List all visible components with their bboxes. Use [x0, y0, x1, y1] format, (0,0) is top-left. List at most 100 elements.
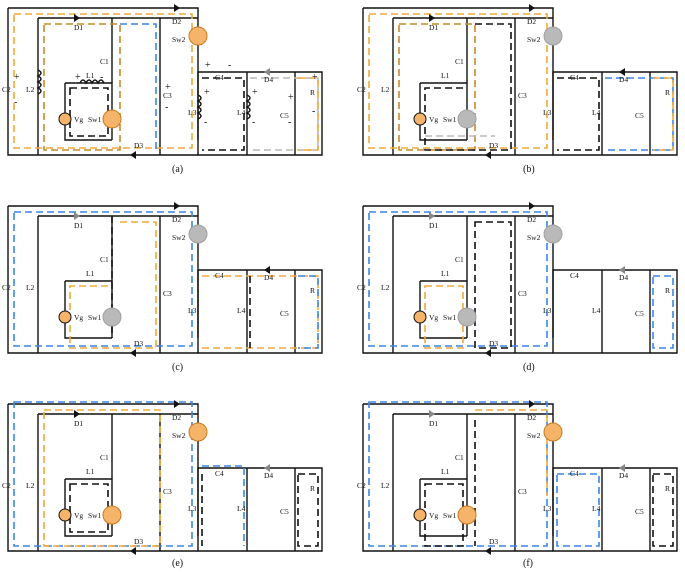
polarity-mark: - — [228, 60, 231, 71]
c2-label: C2 — [357, 283, 366, 292]
sw1-label: Sw1 — [443, 313, 457, 322]
l2-label: L2 — [26, 481, 35, 490]
d4-label: D4 — [619, 273, 628, 282]
l1-label: L1 — [86, 269, 95, 278]
sw2-switch-icon — [188, 224, 208, 244]
polarity-mark: - — [14, 97, 17, 108]
d2-label: D2 — [172, 215, 181, 224]
c2-label: C2 — [2, 481, 11, 490]
d3-diode-icon — [130, 349, 136, 357]
d2-label: D2 — [527, 413, 536, 422]
c4-label: C4 — [215, 469, 224, 478]
l2-label: L2 — [381, 85, 390, 94]
sw2-label: Sw2 — [527, 431, 541, 440]
d1-diode-icon — [74, 410, 80, 418]
l1-label: L1 — [86, 71, 95, 80]
r-label: R — [665, 88, 670, 97]
panel-a: D1 D2 D3 D4 Sw2 Sw1 Vg L1 L2 L3 L4 C1 C2… — [2, 4, 323, 175]
c2-label: C2 — [357, 85, 366, 94]
polarity-mark: - — [100, 72, 103, 83]
c3-label: C3 — [163, 289, 172, 298]
d4-label: D4 — [264, 471, 273, 480]
polarity-mark: + — [75, 72, 81, 83]
c4-label: C4 — [215, 271, 224, 280]
polarity-mark: + — [312, 72, 318, 83]
c5-label: C5 — [635, 111, 644, 120]
l2-label: L2 — [381, 481, 390, 490]
d3-label: D3 — [489, 141, 498, 150]
c5-label: C5 — [635, 309, 644, 318]
d2-label: D2 — [172, 17, 181, 26]
d1-label: D1 — [429, 221, 438, 230]
c2-label: C2 — [357, 481, 366, 490]
d3-label: D3 — [134, 141, 143, 150]
d3-label: D3 — [489, 339, 498, 348]
sw2-label: Sw2 — [527, 35, 541, 44]
d4-diode-icon — [264, 464, 270, 472]
l1-inductor-icon — [79, 79, 105, 85]
d4-diode-icon — [619, 464, 625, 472]
c2-label: C2 — [2, 85, 11, 94]
c5-label: C5 — [280, 309, 289, 318]
sw2-switch-icon — [188, 26, 208, 46]
l2-label: L2 — [381, 283, 390, 292]
d1-label: D1 — [74, 419, 83, 428]
c5-label: C5 — [280, 507, 289, 516]
d2-diode-icon — [174, 4, 180, 12]
vg-label: Vg — [429, 313, 438, 322]
c5-label: C5 — [280, 111, 289, 120]
vg-label: Vg — [429, 115, 438, 124]
panel-d: D1 D2 D3 D4 Sw2 Sw1 Vg L1 L2 L3 L4 C1 C2… — [357, 202, 678, 373]
d2-diode-icon — [174, 400, 180, 408]
d4-label: D4 — [264, 273, 273, 282]
polarity-mark: + — [288, 92, 294, 103]
sw2-switch-icon — [188, 422, 208, 442]
panel-caption: (f) — [523, 558, 533, 569]
d1-diode-icon — [429, 14, 435, 22]
l4-label: L4 — [592, 504, 601, 513]
c3-label: C3 — [518, 91, 527, 100]
l2-label: L2 — [26, 283, 35, 292]
polarity-mark: - — [288, 117, 291, 128]
vg-label: Vg — [429, 511, 438, 520]
l4-label: L4 — [237, 504, 246, 513]
c3-label: C3 — [163, 487, 172, 496]
sw2-switch-icon — [543, 422, 563, 442]
d3-diode-icon — [130, 151, 136, 159]
sw1-label: Sw1 — [88, 115, 102, 124]
sw2-label: Sw2 — [172, 233, 186, 242]
sw1-switch-icon — [457, 109, 477, 129]
sw1-label: Sw1 — [443, 511, 457, 520]
c1-label: C1 — [455, 255, 464, 264]
polarity-mark: + — [252, 87, 258, 98]
d4-diode-icon — [264, 266, 270, 274]
polarity-mark: - — [312, 106, 315, 117]
l3-label: L3 — [543, 108, 552, 117]
sw2-label: Sw2 — [527, 233, 541, 242]
panel-e: D1 D2 D3 D4 Sw2 Sw1 Vg L1 L2 L3 L4 C1 C2… — [2, 400, 323, 569]
polarity-mark: - — [204, 117, 207, 128]
l1-label: L1 — [441, 71, 450, 80]
d3-label: D3 — [134, 339, 143, 348]
l4-label: L4 — [237, 306, 246, 315]
vg-source-icon — [58, 310, 72, 324]
c4-label: C4 — [570, 469, 579, 478]
d4-label: D4 — [619, 471, 628, 480]
d4-diode-icon — [264, 68, 270, 76]
vg-source-icon — [413, 508, 427, 522]
l2-label: L2 — [26, 85, 35, 94]
d4-diode-icon — [619, 68, 625, 76]
sw1-switch-icon — [102, 109, 122, 129]
c5-label: C5 — [635, 507, 644, 516]
vg-label: Vg — [74, 313, 83, 322]
panel-caption: (d) — [523, 362, 535, 373]
polarity-mark: + — [204, 87, 210, 98]
d1-label: D1 — [429, 23, 438, 32]
c1-label: C1 — [455, 453, 464, 462]
panel-b: D1 D2 D3 D4 Sw2 Sw1 Vg L1 L2 L3 L4 C1 C2… — [357, 4, 678, 175]
l4-inductor-icon — [245, 94, 251, 120]
d3-diode-icon — [485, 151, 491, 159]
d3-diode-icon — [485, 547, 491, 555]
d4-label: D4 — [619, 75, 628, 84]
